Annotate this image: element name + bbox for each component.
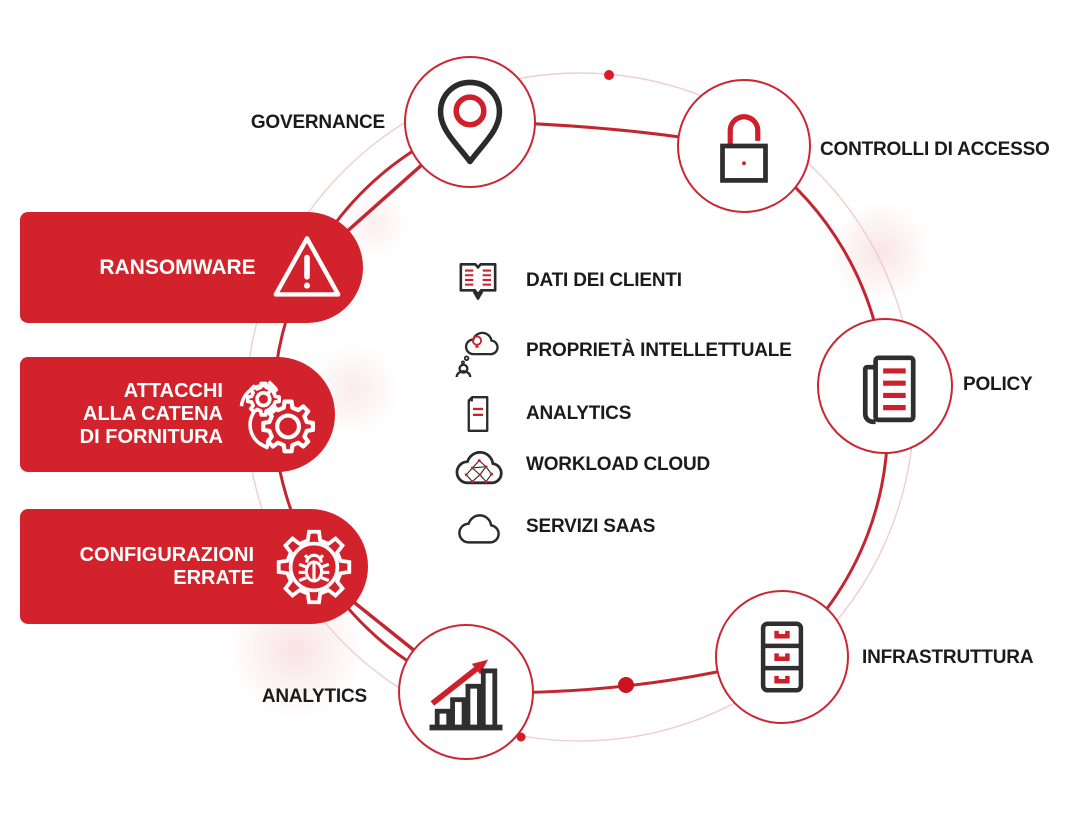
cloud-network-icon [450, 442, 506, 489]
gear-bug-icon [269, 522, 359, 612]
node-analytics [398, 624, 534, 760]
idea-person-icon [450, 324, 506, 378]
cloud-icon [450, 506, 506, 548]
node-policy [817, 318, 953, 454]
node-infrastruttura [715, 590, 849, 724]
node-label-infrastruttura: INFRASTRUTTURA [862, 647, 1034, 668]
ring-dot-top [604, 70, 614, 80]
threat-banner-label: RANSOMWARE [99, 256, 256, 279]
open-padlock-icon [701, 103, 787, 189]
ring-dot-bottom-large [618, 677, 634, 693]
open-book-icon [450, 258, 506, 305]
node-controlli-di-accesso [677, 79, 811, 213]
threat-banner-label: ATTACCHI ALLA CATENA DI FORNITURA [79, 380, 223, 448]
node-governance [404, 56, 536, 188]
threat-banner-supply-chain: ATTACCHI ALLA CATENA DI FORNITURA [20, 357, 335, 472]
node-label-governance: GOVERNANCE [250, 112, 385, 133]
asset-row-intellectual-property: PROPRIETÀ INTELLETTUALE [450, 321, 792, 381]
location-pin-icon [424, 76, 516, 168]
asset-label: SERVIZI SAAS [526, 516, 656, 537]
policy-documents-icon [838, 339, 932, 433]
supply-chain-gears-icon [230, 371, 318, 459]
asset-row-customer-data: DATI DEI CLIENTI [450, 253, 682, 309]
threat-banner-ransomware: RANSOMWARE [20, 212, 363, 323]
threat-banner-label: CONFIGURAZIONI ERRATE [79, 543, 254, 589]
asset-row-saas-services: SERVIZI SAAS [450, 502, 655, 552]
asset-label: PROPRIETÀ INTELLETTUALE [526, 340, 792, 361]
node-label-analytics: ANALYTICS [261, 686, 367, 707]
asset-label: ANALYTICS [526, 403, 632, 424]
threat-banner-misconfigurations: CONFIGURAZIONI ERRATE [20, 509, 368, 624]
node-label-controlli-di-accesso: CONTROLLI DI ACCESSO [820, 139, 1050, 160]
asset-row-cloud-workload: WORKLOAD CLOUD [450, 440, 710, 490]
warning-triangle-icon [267, 228, 347, 308]
document-lines-icon [450, 393, 506, 435]
server-drawers-icon [737, 612, 827, 702]
asset-row-analytics: ANALYTICS [450, 390, 631, 438]
node-label-policy: POLICY [963, 374, 1033, 395]
asset-label: DATI DEI CLIENTI [526, 270, 682, 291]
asset-label: WORKLOAD CLOUD [526, 454, 711, 475]
bar-chart-growth-icon [418, 644, 514, 740]
